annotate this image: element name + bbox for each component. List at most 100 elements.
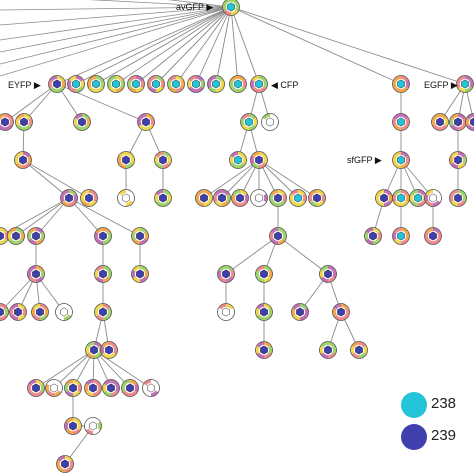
hexagon-ring-node-icon <box>397 79 405 89</box>
tree-node-g4 <box>449 151 467 169</box>
hexagon-ring-node-icon <box>296 307 304 317</box>
tree-node-e6 <box>117 151 135 169</box>
node-ring-outline <box>121 379 139 397</box>
branch-edge <box>230 6 239 85</box>
tree-node-e1 <box>0 113 14 131</box>
tree-node-s9 <box>424 227 442 245</box>
node-ring-outline <box>56 455 74 473</box>
tree-node-e9 <box>154 189 172 207</box>
node-ring-outline <box>14 151 32 169</box>
hexagon-ring-node-icon <box>107 383 115 393</box>
tree-node-e14 <box>27 227 45 245</box>
label-cfp: ◀ CFP <box>271 80 299 90</box>
tree-node-c8 <box>250 189 268 207</box>
hexagon-ring-node-icon <box>454 193 462 203</box>
tree-node-e22 <box>31 303 49 321</box>
hexagon-ring-node-icon <box>397 117 405 127</box>
node-ring-outline <box>231 189 249 207</box>
hexagon-ring-node-icon <box>324 345 332 355</box>
node-ring-outline <box>45 379 63 397</box>
node-ring-outline <box>255 341 273 359</box>
node-ring-outline <box>67 75 85 93</box>
hexagon-ring-node-icon <box>436 117 444 127</box>
label-avgfp: avGFP ▶ <box>176 2 214 12</box>
tree-node-c5 <box>195 189 213 207</box>
tree-node-e25 <box>85 341 103 359</box>
node-ring-outline <box>127 75 145 93</box>
branch-edge <box>277 235 329 275</box>
tree-node-s5 <box>409 189 427 207</box>
hexagon-ring-node-icon <box>32 269 40 279</box>
tree-node-e19 <box>131 265 149 283</box>
tree-node-g5 <box>449 189 467 207</box>
hexagon-ring-node-icon <box>234 79 242 89</box>
branch-edge <box>135 6 232 85</box>
node-ring-outline <box>465 113 474 131</box>
hexagon-ring-node-icon <box>92 79 100 89</box>
tree-node-s7 <box>364 227 382 245</box>
tree-node-c4 <box>250 151 268 169</box>
tree-node-e24 <box>94 303 112 321</box>
hexagon-ring-node-icon <box>274 231 282 241</box>
node-ring-outline <box>94 227 112 245</box>
node-ring-outline <box>87 75 105 93</box>
node-ring-outline <box>222 0 240 16</box>
tree-node-g1 <box>431 113 449 131</box>
tree-node-s8 <box>392 227 410 245</box>
hexagon-ring-node-icon <box>85 193 93 203</box>
hexagon-ring-node-icon <box>380 193 388 203</box>
hexagon-ring-node-icon <box>99 307 107 317</box>
branch-edge <box>68 197 141 237</box>
branch-edge <box>56 6 232 85</box>
node-ring-outline <box>131 265 149 283</box>
branch-edge <box>225 235 279 275</box>
branch-edge-offscreen <box>0 6 232 11</box>
node-ring-outline <box>424 189 442 207</box>
hexagon-ring-node-icon <box>99 231 107 241</box>
node-ring-outline <box>195 189 213 207</box>
node-ring-outline <box>27 379 45 397</box>
branch-edge <box>115 6 232 85</box>
tree-node-c3 <box>229 151 247 169</box>
hexagon-ring-node-icon <box>159 193 167 203</box>
tree-node-e4 <box>137 113 155 131</box>
node-ring-outline <box>424 227 442 245</box>
node-ring-outline <box>255 303 273 321</box>
branch-edge-offscreen <box>88 0 232 8</box>
node-ring-outline <box>289 189 307 207</box>
node-ring-outline <box>147 75 165 93</box>
tree-node-eyfp <box>48 75 66 93</box>
node-ring-outline <box>217 265 235 283</box>
tree-node-e31 <box>102 379 120 397</box>
node-ring-outline <box>250 189 268 207</box>
node-ring-outline <box>84 417 102 435</box>
hexagon-ring-node-icon <box>136 231 144 241</box>
branch-edge <box>95 6 232 85</box>
tree-node-c14 <box>255 265 273 283</box>
tree-node-c12 <box>269 227 287 245</box>
node-ring-outline <box>94 303 112 321</box>
branch-edge <box>258 159 299 199</box>
tree-node-e20 <box>0 303 9 321</box>
branch-edge <box>4 83 58 123</box>
node-ring-outline <box>319 341 337 359</box>
hexagon-ring-node-icon <box>72 79 80 89</box>
tree-node-e16 <box>131 227 149 245</box>
branch-edge <box>22 159 90 199</box>
branch-edge <box>203 159 260 199</box>
node-ring-outline <box>364 227 382 245</box>
hexagon-ring-node-icon <box>274 193 282 203</box>
hexagon-ring-node-icon <box>454 117 462 127</box>
label-egfp: EGFP ▶ <box>424 80 458 90</box>
hexagon-ring-node-icon <box>20 117 28 127</box>
node-ring-outline <box>217 303 235 321</box>
tree-node-e33 <box>142 379 160 397</box>
node-ring-outline <box>291 303 309 321</box>
tree-node-e28 <box>45 379 63 397</box>
tree-node-e32 <box>121 379 139 397</box>
hexagon-ring-node-icon <box>218 193 226 203</box>
branch-edge <box>15 197 70 237</box>
hexagon-ring-node-icon <box>99 269 107 279</box>
tree-node-g2 <box>449 113 467 131</box>
hexagon-ring-node-icon <box>255 79 263 89</box>
